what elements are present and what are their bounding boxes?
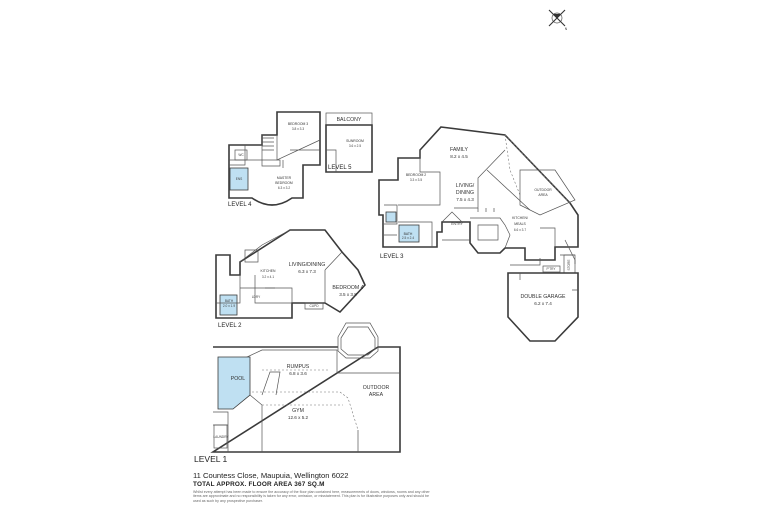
- room-rumpus: RUMPUS: [287, 364, 310, 370]
- level-5-plan: [325, 112, 373, 173]
- level-4-label: LEVEL 4: [228, 202, 252, 208]
- room-pantry: P'TRY: [546, 267, 556, 271]
- room-outdoor-area-l1-line2: AREA: [369, 392, 384, 398]
- compass-rose-icon: N: [548, 9, 568, 31]
- room-double-garage: DOUBLE GARAGE: [521, 294, 567, 300]
- level-2-label: LEVEL 2: [218, 323, 242, 329]
- room-bath-l2-dims: 2.0 x 1.9: [223, 304, 235, 308]
- room-kitchen-meals-dims: 6.6 x 3.7: [514, 228, 526, 232]
- level-1-plan: [210, 322, 401, 453]
- room-bedroom3-dims: 3.8 x 3.3: [292, 127, 304, 131]
- room-living-dining-l2: LIVING/DINING: [289, 262, 326, 268]
- room-sunroom-dims: 3.6 x 2.5: [349, 144, 361, 148]
- room-master-bedroom-line2: BEDROOM: [275, 181, 293, 185]
- room-store: STORE: [567, 260, 571, 271]
- level-4-plan: [228, 111, 321, 206]
- room-bedroom4: BEDROOM 4: [332, 285, 363, 291]
- room-bedroom3: BEDROOM 3: [288, 122, 308, 126]
- north-label: N: [565, 27, 568, 31]
- room-bath-l3: BATH: [404, 232, 413, 236]
- room-outdoor-area-l1-line1: OUTDOOR: [363, 385, 390, 391]
- room-bedroom4-dims: 3.5 x 3.8: [339, 292, 357, 297]
- level-5-label: LEVEL 5: [328, 165, 352, 171]
- room-sunroom: SUNROOM: [346, 139, 364, 143]
- room-kitchen-meals-line2: MEALS: [514, 222, 526, 226]
- room-ensuite: ENS: [236, 177, 243, 181]
- room-family: FAMILY: [450, 147, 469, 153]
- room-kitchen-l2-dims: 3.2 x 4.1: [262, 275, 274, 279]
- room-laundry-l1: LAUNDRY: [213, 435, 229, 439]
- double-garage-plan: [507, 272, 579, 342]
- room-entry: ENTRY: [451, 222, 463, 226]
- room-kitchen-l2: KITCHEN: [261, 269, 276, 273]
- room-bedroom2-dims: 3.3 x 3.5: [410, 178, 422, 182]
- room-family-dims: 8.2 x 4.5: [450, 154, 468, 159]
- room-gym-dims: 12.6 x 5.2: [288, 415, 309, 420]
- room-living-dining-l3-line1: LIVING/: [456, 183, 475, 189]
- room-living-dining-l3-line2: DINING: [456, 190, 474, 196]
- room-double-garage-dims: 6.2 x 7.4: [534, 301, 552, 306]
- room-balcony: BALCONY: [337, 117, 362, 123]
- room-bath-l3-dims: 2.5 x 2.4: [402, 236, 414, 240]
- room-outdoor-area-l3-line2: AREA: [538, 193, 548, 197]
- level-1-label: LEVEL 1: [194, 454, 228, 464]
- room-living-dining-l3-dims: 7.5 x 4.3: [456, 197, 474, 202]
- level-3-label: LEVEL 3: [380, 254, 404, 260]
- room-gym: GYM: [292, 408, 304, 414]
- level-3-plan: [378, 126, 579, 274]
- room-laundry: LDRY: [252, 295, 261, 299]
- room-master-bedroom-line1: MASTER: [277, 176, 292, 180]
- total-floor-area: TOTAL APPROX. FLOOR AREA 367 SQ.M: [193, 481, 325, 488]
- room-bath-l2: BATH: [225, 299, 234, 303]
- room-master-bedroom-dims: 6.3 x 3.2: [278, 186, 290, 190]
- room-wc: WC: [238, 153, 244, 157]
- room-kitchen-meals-line1: KITCHEN/: [512, 216, 528, 220]
- room-outdoor-area-l3-line1: OUTDOOR: [534, 188, 552, 192]
- room-cupboard: CUPD: [309, 304, 319, 308]
- disclaimer: Whilst every attempt has been made to en…: [193, 490, 430, 503]
- room-rumpus-dims: 6.8 x 3.6: [289, 371, 307, 376]
- room-pool: POOL: [231, 376, 246, 382]
- room-living-dining-l2-dims: 6.3 x 7.3: [298, 269, 316, 274]
- room-bedroom2: BEDROOM 2: [406, 173, 426, 177]
- property-address: 11 Countess Close, Maupuia, Wellington 6…: [193, 471, 349, 480]
- level-2-plan: [215, 229, 366, 319]
